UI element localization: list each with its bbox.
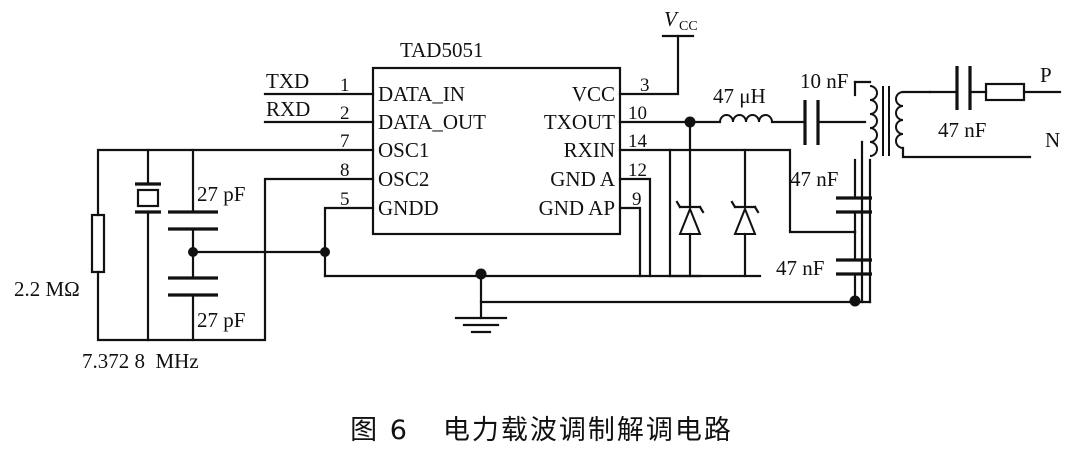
inductor-47uh	[719, 114, 773, 123]
cap-series-label: 10 nF	[800, 69, 848, 93]
pin-name-rxin: RXIN	[564, 138, 615, 162]
pin-num-9: 9	[632, 189, 642, 210]
oscillator-circuit: 27 pF 27 pF 2.2 MΩ 7.372 8 MHz	[14, 148, 375, 373]
rxd-label: RXD	[266, 97, 310, 121]
figure-title: 电力载波调制解调电路	[442, 415, 733, 446]
pin-name-gnd-a: GND A	[550, 167, 616, 191]
pin-name-vcc: VCC	[572, 82, 615, 106]
pin-num-7: 7	[340, 131, 350, 152]
inductor-label: 47 μH	[713, 84, 766, 108]
figure-number: 图 6	[350, 415, 409, 446]
crystal-label: 7.372 8 MHz	[82, 349, 199, 373]
pin-num-2: 2	[340, 103, 350, 124]
pin-name-data-out: DATA_OUT	[378, 110, 486, 134]
txd-label: TXD	[266, 69, 309, 93]
resistor-label: 2.2 MΩ	[14, 277, 80, 301]
pin-num-3: 3	[640, 75, 650, 96]
ground-symbol	[454, 316, 508, 334]
chip-name: TAD5051	[400, 38, 483, 62]
txd-line: TXD	[263, 69, 375, 96]
pin-num-8: 8	[340, 160, 350, 181]
pin-num-14: 14	[628, 131, 648, 152]
cap-output-label: 47 nF	[938, 118, 986, 142]
pin-name-osc2: OSC2	[378, 167, 429, 191]
output-n-label: N	[1045, 128, 1060, 152]
cap-shunt-2-label: 47 nF	[776, 256, 824, 280]
crystal	[136, 188, 160, 208]
chip-tad5051: TAD5051 DATA_IN DATA_OUT OSC1 OSC2 GNDD …	[340, 38, 650, 236]
vcc-symbol: V	[664, 7, 679, 31]
resistor-2m2	[90, 213, 106, 274]
zener-diode-2	[730, 148, 760, 278]
pin-name-data-in: DATA_IN	[378, 82, 465, 106]
transformer-primary	[869, 85, 878, 157]
pin-num-1: 1	[340, 75, 350, 96]
cap-shunt-1-label: 47 nF	[790, 167, 838, 191]
schematic: TAD5051 DATA_IN DATA_OUT OSC1 OSC2 GNDD …	[14, 7, 1062, 373]
pin-num-5: 5	[340, 189, 350, 210]
rxd-line: RXD	[263, 97, 375, 124]
zener-diode-1	[675, 120, 705, 278]
pin-name-osc1: OSC1	[378, 138, 429, 162]
vcc-supply: V CC	[618, 7, 698, 96]
output-p-label: P	[1040, 63, 1052, 87]
pin-name-gndd: GNDD	[378, 196, 439, 220]
pin-num-10: 10	[628, 103, 647, 124]
figure-caption: 图 6 电力载波调制解调电路	[0, 408, 1083, 447]
transformer-secondary	[895, 91, 904, 149]
vcc-subscript: CC	[679, 19, 698, 34]
cap-osc-top-label: 27 pF	[197, 182, 245, 206]
pin-name-txout: TXOUT	[544, 110, 615, 134]
coupling-circuit: 47 μH 10 nF 47 nF 47 nF 47 nF P N	[618, 63, 1062, 304]
pin-name-gnd-ap: GND AP	[539, 196, 615, 220]
output-resistor	[984, 82, 1026, 102]
cap-osc-bottom-label: 27 pF	[197, 308, 245, 332]
pin-num-12: 12	[628, 160, 647, 181]
